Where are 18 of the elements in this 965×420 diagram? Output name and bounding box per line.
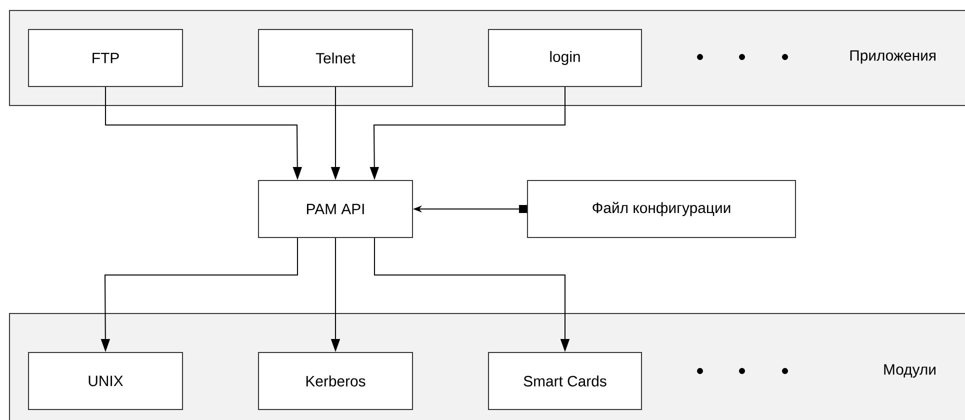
node-label: Kerberos [306,376,366,386]
group-label: Модули [884,364,936,378]
process-box [28,352,183,410]
process-box [258,352,413,410]
process-box [488,29,642,87]
process-box [258,29,413,87]
node-label: Smart Cards [524,376,606,386]
node-label: Файл конфигурации [592,202,730,216]
process-box [488,352,642,410]
node-label: login [550,51,580,65]
node-label: FTP [92,52,119,64]
group-label: Приложения [850,50,936,64]
process-box [258,180,413,238]
node-label: UNIX [88,376,124,386]
node-label: PAM API [307,204,364,214]
node-label: Telnet [316,52,356,64]
process-box [28,29,183,87]
process-box [527,180,796,238]
